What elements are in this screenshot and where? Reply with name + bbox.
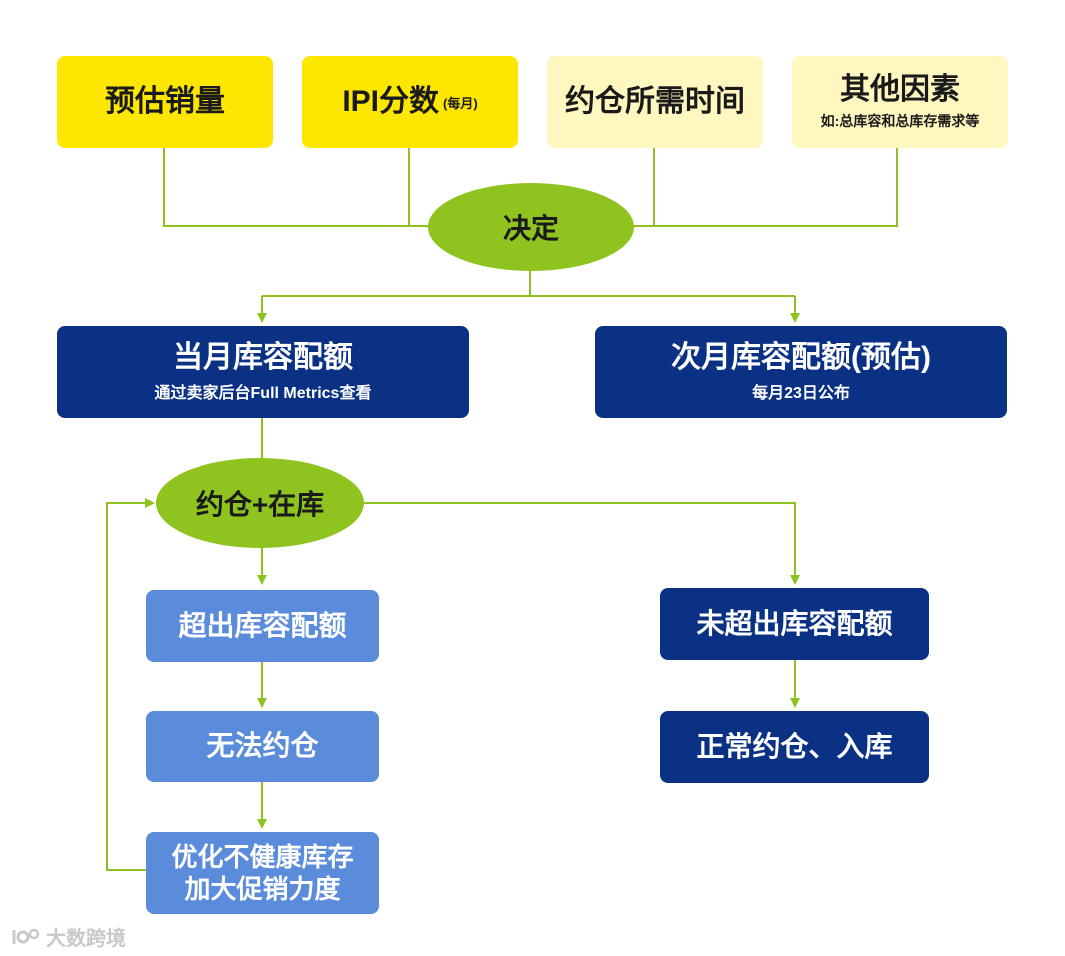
- connector-factors-right: [632, 148, 898, 227]
- watermark: 大数跨境: [10, 922, 126, 951]
- decide-oval: 决定: [428, 183, 634, 271]
- optimize-line1: 优化不健康库存: [171, 841, 354, 872]
- factor-booking-time-label: 约仓所需时间: [565, 84, 745, 118]
- arrow-to-not-exceed: [364, 502, 800, 585]
- factor-booking-time: 约仓所需时间: [547, 56, 763, 148]
- watermark-logo-icon: [12, 928, 40, 944]
- optimize-line2: 加大促销力度: [184, 874, 341, 904]
- normal-booking-label: 正常约仓、入库: [696, 730, 893, 762]
- exceed-quota-box: 超出库容配额: [146, 590, 379, 662]
- optimize-box: 优化不健康库存 加大促销力度: [146, 832, 379, 914]
- booking-oval: 约仓+在库: [156, 458, 364, 548]
- current-month-quota-sub: 通过卖家后台Full Metrics查看: [154, 385, 372, 403]
- next-month-quota-sub: 每月23日公布: [752, 385, 850, 403]
- cannot-book-box: 无法约仓: [146, 711, 379, 782]
- normal-booking-box: 正常约仓、入库: [660, 711, 929, 783]
- connector-factors-left: [163, 148, 430, 227]
- factor-other-sub: 如:总库容和总库存需求等: [820, 113, 980, 130]
- factor-estimated-sales-label: 预估销量: [105, 84, 225, 118]
- next-month-quota: 次月库容配额(预估) 每月23日公布: [595, 326, 1007, 418]
- factor-other-label: 其他因素: [840, 72, 960, 106]
- factor-other: 其他因素 如:总库容和总库存需求等: [792, 56, 1008, 148]
- decide-label: 决定: [502, 213, 559, 244]
- current-month-quota-title: 当月库容配额: [173, 340, 353, 374]
- exceed-quota-label: 超出库容配额: [178, 609, 347, 641]
- not-exceed-quota-box: 未超出库容配额: [660, 588, 929, 660]
- cannot-book-label: 无法约仓: [206, 730, 319, 762]
- factor-ipi-score-label: IPI分数: [342, 84, 439, 118]
- factor-ipi-score: IPI分数 (每月): [302, 56, 518, 148]
- current-month-quota: 当月库容配额 通过卖家后台Full Metrics查看: [57, 326, 469, 418]
- next-month-quota-title: 次月库容配额(预估): [671, 340, 931, 374]
- factor-ipi-score-note: (每月): [443, 95, 478, 111]
- watermark-text: 大数跨境: [46, 928, 126, 950]
- booking-label: 约仓+在库: [195, 489, 325, 520]
- factor-estimated-sales: 预估销量: [57, 56, 273, 148]
- arrow-loop-back: [106, 498, 155, 871]
- not-exceed-quota-label: 未超出库容配额: [696, 607, 893, 639]
